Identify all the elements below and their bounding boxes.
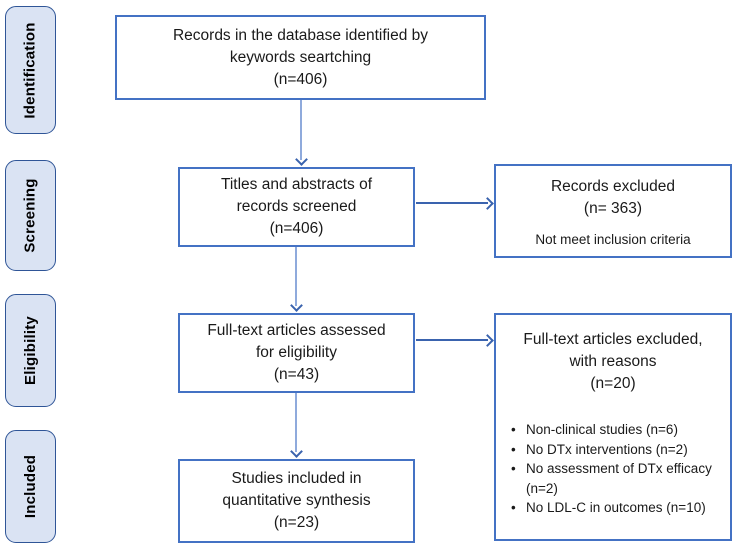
bullet-icon: •	[511, 500, 516, 515]
note-text: Not meet inclusion criteria	[535, 232, 691, 247]
bullet-icon: •	[511, 422, 516, 437]
stage-included: Included	[5, 430, 56, 543]
box-text-line: Studies included in	[231, 470, 362, 487]
count-label: (n=23)	[273, 514, 320, 531]
box-text-line: Titles and abstracts of	[220, 176, 373, 193]
box-text-line: Records excluded	[550, 178, 676, 195]
stage-label: Screening	[22, 178, 40, 253]
count-label: (n=20)	[590, 375, 636, 392]
arrow-right-icon	[481, 197, 494, 210]
stage-label: Identification	[22, 21, 40, 119]
bullet-icon: •	[511, 461, 516, 476]
stage-label: Included	[22, 454, 39, 519]
box-fulltext-excluded: Full-text articles excluded, with reason…	[494, 313, 732, 541]
box-text-line: Full-text articles excluded,	[523, 331, 703, 348]
box-records-excluded: Records excluded (n= 363) Not meet inclu…	[494, 164, 732, 258]
reason-item: • No LDL-C in outcomes (n=10)	[511, 498, 720, 518]
stage-screening: Screening	[5, 160, 56, 271]
arrow-identification-to-screening	[295, 100, 308, 166]
arrow-line	[416, 202, 488, 204]
reason-item: • No DTx interventions (n=2)	[511, 440, 720, 460]
box-text-line: quantitative synthesis	[222, 492, 371, 509]
reason-item: • No assessment of DTx efficacy (n=2)	[511, 459, 720, 498]
arrow-down-icon	[290, 299, 303, 312]
count-label: (n=406)	[269, 220, 324, 237]
box-fulltext-assessed: Full-text articles assessed for eligibil…	[178, 313, 415, 393]
stage-identification: Identification	[5, 6, 56, 134]
stage-label: Eligibility	[22, 316, 39, 385]
arrow-line	[416, 339, 488, 341]
arrow-right-icon	[481, 334, 494, 347]
box-text-line: Full-text articles assessed	[207, 322, 386, 339]
arrow-assessed-to-excluded	[416, 334, 494, 347]
box-records-screened: Titles and abstracts of records screened…	[178, 167, 415, 247]
box-records-identified: Records in the database identified by ke…	[115, 15, 486, 100]
box-text-line: keywords seartching	[229, 48, 372, 66]
arrow-eligibility-to-included	[290, 393, 303, 458]
box-studies-included: Studies included in quantitative synthes…	[178, 459, 415, 543]
exclusion-reason-list: • Non-clinical studies (n=6) • No DTx in…	[496, 420, 730, 518]
arrow-line	[295, 393, 297, 452]
count-label: (n= 363)	[583, 200, 643, 217]
arrow-line	[300, 100, 302, 160]
arrow-line	[295, 247, 297, 306]
arrow-screening-to-eligibility	[290, 247, 303, 312]
box-text-line: with reasons	[569, 353, 657, 370]
reason-item: • Non-clinical studies (n=6)	[511, 420, 720, 440]
arrow-down-icon	[295, 153, 308, 166]
count-label: (n=43)	[273, 366, 320, 383]
count-label: (n=406)	[273, 70, 328, 88]
reason-text: No LDL-C in outcomes (n=10)	[526, 500, 706, 515]
bullet-icon: •	[511, 441, 516, 457]
box-text-line: records screened	[236, 198, 357, 215]
reason-text: No assessment of DTx efficacy (n=2)	[526, 461, 712, 496]
reason-text: No DTx interventions (n=2)	[526, 441, 688, 457]
box-text-line: Records in the database identified by	[172, 26, 429, 44]
box-text-line: for eligibility	[256, 344, 337, 361]
stage-eligibility: Eligibility	[5, 294, 56, 407]
reason-text: Non-clinical studies (n=6)	[526, 422, 678, 437]
arrow-screened-to-excluded	[416, 197, 494, 210]
arrow-down-icon	[290, 445, 303, 458]
